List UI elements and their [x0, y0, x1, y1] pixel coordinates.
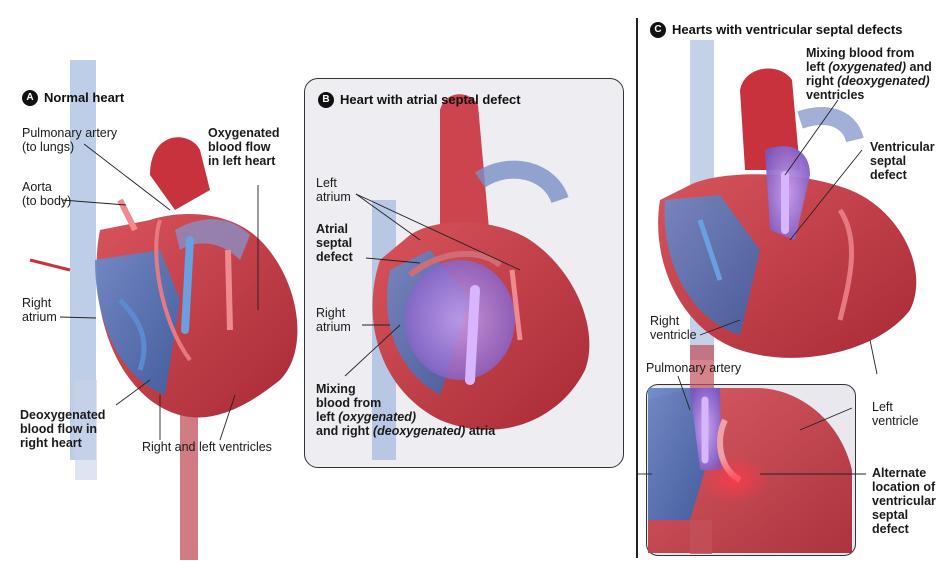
label-fragment: atria: [465, 424, 495, 438]
label-line: Right: [22, 296, 57, 310]
panel-b-badge: B: [318, 92, 334, 108]
label-fragment: right: [806, 74, 837, 88]
label-mixing-ventricles-c: Mixing blood from left (oxygenated) and …: [806, 46, 932, 102]
heart-c-inset: [648, 388, 852, 554]
label-fragment: and: [906, 60, 932, 74]
label-right-ventricle-c: Right ventricle: [650, 314, 697, 342]
label-left-atrium-b: Left atrium: [316, 176, 351, 204]
label-fragment: (deoxygenated): [373, 424, 465, 438]
label-line: right (deoxygenated): [806, 74, 932, 88]
panel-a-title-text: Normal heart: [44, 90, 124, 106]
label-line: and right (deoxygenated) atria: [316, 424, 495, 438]
label-line: in left heart: [208, 154, 280, 168]
label-fragment: (oxygenated): [338, 410, 416, 424]
label-line: right heart: [20, 436, 105, 450]
label-right-atrium-a: Right atrium: [22, 296, 57, 324]
label-line: septal: [316, 236, 353, 250]
label-line: left (oxygenated) and: [806, 60, 932, 74]
panel-c-badge: C: [650, 22, 666, 38]
label-line: atrium: [316, 190, 351, 204]
panel-a-title: A Normal heart: [22, 90, 124, 106]
label-line: Pulmonary artery: [22, 126, 117, 140]
label-line: septal: [872, 508, 936, 522]
label-line: Right: [650, 314, 697, 328]
label-pulmonary-artery-c: Pulmonary artery: [646, 361, 741, 375]
label-line: blood flow: [208, 140, 280, 154]
label-line: Left: [316, 176, 351, 190]
label-oxygenated-flow-a: Oxygenated blood flow in left heart: [208, 126, 280, 168]
label-line: Atrial: [316, 222, 353, 236]
label-pulmonary-artery-a: Pulmonary artery (to lungs): [22, 126, 117, 154]
label-line: Deoxygenated: [20, 408, 105, 422]
label-line: blood flow in: [20, 422, 105, 436]
label-atrial-septal-defect-b: Atrial septal defect: [316, 222, 353, 264]
label-fragment: left: [806, 60, 828, 74]
label-line: Oxygenated: [208, 126, 280, 140]
label-line: Mixing blood from: [806, 46, 932, 60]
label-line: (to lungs): [22, 140, 117, 154]
panel-b-title: B Heart with atrial septal defect: [318, 92, 521, 108]
label-aorta-a: Aorta (to body): [22, 180, 71, 208]
label-fragment: (deoxygenated): [837, 74, 929, 88]
label-fragment: left: [316, 410, 338, 424]
label-line: ventricle: [650, 328, 697, 342]
label-fragment: (oxygenated): [828, 60, 906, 74]
label-ventricular-septal-defect-c: Ventricular septal defect: [870, 140, 935, 182]
label-line: ventricular: [872, 494, 936, 508]
label-alternate-vsd-c: Alternate location of ventricular septal…: [872, 466, 936, 536]
label-line: defect: [870, 168, 935, 182]
label-fragment: and right: [316, 424, 373, 438]
label-ventricles-a: Right and left ventricles: [142, 440, 272, 454]
label-line: left (oxygenated): [316, 410, 495, 424]
label-line: ventricle: [872, 414, 919, 428]
label-line: defect: [872, 522, 936, 536]
label-line: atrium: [316, 320, 351, 334]
label-line: defect: [316, 250, 353, 264]
label-line: (to body): [22, 194, 71, 208]
panel-b-title-text: Heart with atrial septal defect: [340, 92, 521, 108]
panel-c-title-text: Hearts with ventricular septal defects: [672, 22, 902, 38]
label-line: Ventricular: [870, 140, 935, 154]
label-mixing-atria-b: Mixing blood from left (oxygenated) and …: [316, 382, 495, 438]
panel-c-title: C Hearts with ventricular septal defects: [650, 22, 902, 38]
label-line: Left: [872, 400, 919, 414]
label-line: Alternate: [872, 466, 936, 480]
label-line: Right: [316, 306, 351, 320]
label-line: Mixing: [316, 382, 495, 396]
label-right-atrium-b: Right atrium: [316, 306, 351, 334]
label-line: blood from: [316, 396, 495, 410]
label-deoxygenated-flow-a: Deoxygenated blood flow in right heart: [20, 408, 105, 450]
label-line: location of: [872, 480, 936, 494]
label-line: Aorta: [22, 180, 71, 194]
label-left-ventricle-c: Left ventricle: [872, 400, 919, 428]
panel-a-badge: A: [22, 90, 38, 106]
label-line: ventricles: [806, 88, 932, 102]
label-line: septal: [870, 154, 935, 168]
label-line: atrium: [22, 310, 57, 324]
